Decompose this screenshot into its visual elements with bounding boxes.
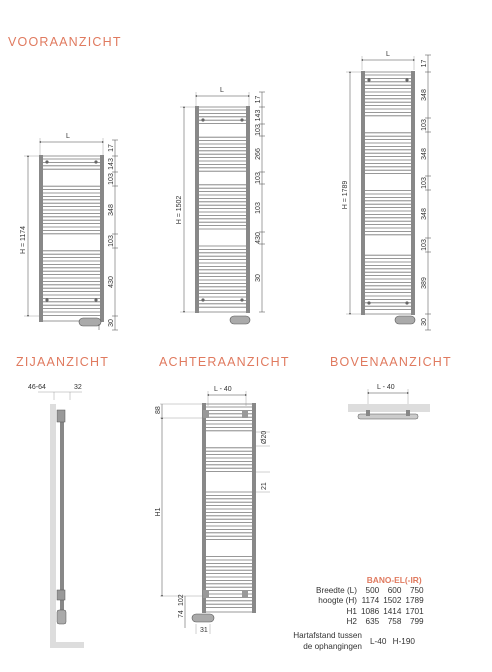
front-small-height-label: H = 1174 xyxy=(20,226,27,254)
front-large-segment-label: 348 xyxy=(421,208,428,220)
front-large-segment-label: 103 xyxy=(421,119,428,131)
side-view-drawing xyxy=(38,391,84,648)
front-large-segment-label: 348 xyxy=(421,89,428,101)
front-small-width-label: L xyxy=(66,133,70,140)
front-view-title: VOORAANZICHT xyxy=(8,35,122,49)
top-view-drawing xyxy=(348,404,430,420)
side-depth-label: 46-64 xyxy=(28,384,46,391)
front-small-segment-label: 17 xyxy=(108,144,115,152)
back-width-label: L - 40 xyxy=(214,386,232,393)
front-large-width-label: L xyxy=(386,51,390,58)
back-view-title: ACHTERAANZICHT xyxy=(159,355,290,369)
front-small-segment-label: 348 xyxy=(108,204,115,216)
back-top-label: 88 xyxy=(155,406,162,414)
front-small-segment-label: 143 xyxy=(108,158,115,170)
spec-row: hoogte (H) 1174 1502 1789 xyxy=(318,596,424,606)
front-view-medium-radiator xyxy=(195,106,251,325)
front-small-segment-label: 30 xyxy=(108,319,115,327)
front-small-segment-label: 430 xyxy=(108,276,115,288)
front-large-segment-label: 389 xyxy=(421,277,428,289)
front-medium-segment-label: 103 xyxy=(255,124,262,136)
front-small-segment-label: 103 xyxy=(108,173,115,185)
spec-row: H2 635 758 799 xyxy=(346,617,424,627)
back-element-label: 31 xyxy=(200,627,208,634)
front-medium-height-label: H = 1502 xyxy=(176,196,183,225)
front-medium-segment-label: 266 xyxy=(255,148,262,160)
front-large-segment-label: 30 xyxy=(421,318,428,326)
spec-rows: Breedte (L) 500 600 750 hoogte (H) 1174 … xyxy=(316,586,424,628)
front-medium-segment-label: 103 xyxy=(255,202,262,214)
top-width-label: L - 40 xyxy=(377,384,395,391)
back-bottom-label-1: 74 xyxy=(178,610,185,618)
back-gap-label: 21 xyxy=(261,482,268,490)
back-bottom-label-2: 102 xyxy=(178,594,185,606)
front-medium-segment-label: 430 xyxy=(255,232,262,244)
top-view-title: BOVENAANZICHT xyxy=(330,355,452,369)
spec-brand: BANO-EL(-IR) xyxy=(366,575,422,585)
front-large-height-label: H = 1789 xyxy=(342,181,349,210)
spec-row: H1 1086 1414 1701 xyxy=(346,606,424,616)
front-medium-segment-label: 30 xyxy=(255,274,262,282)
side-view-title: ZIJAANZICHT xyxy=(16,355,110,369)
spec-row: Breedte (L) 500 600 750 xyxy=(316,585,424,595)
spacing-values: L-40 H-190 xyxy=(370,637,415,646)
back-tube-label: Ø20 xyxy=(261,431,268,444)
spacing-label: Hartafstand tussen de ophangingen xyxy=(293,631,362,651)
back-view-radiator xyxy=(191,403,256,623)
front-medium-segment-label: 103 xyxy=(255,172,262,184)
spec-table: BANO-EL(-IR) Breedte (L) 500 600 750 hoo… xyxy=(316,575,424,628)
front-small-segment-label: 103 xyxy=(108,235,115,247)
front-large-segment-label: 17 xyxy=(421,60,428,68)
front-medium-segment-label: 17 xyxy=(255,96,262,104)
front-large-segment-label: 348 xyxy=(421,148,428,160)
front-medium-width-label: L xyxy=(220,87,224,94)
back-h1-label: H1 xyxy=(155,507,162,516)
front-large-segment-label: 103 xyxy=(421,239,428,251)
side-offset-label: 32 xyxy=(74,384,82,391)
front-large-segment-label: 103 xyxy=(421,177,428,189)
front-view-small-radiator xyxy=(39,155,104,330)
front-medium-segment-label: 143 xyxy=(255,110,262,122)
front-view-large-radiator xyxy=(361,71,416,325)
